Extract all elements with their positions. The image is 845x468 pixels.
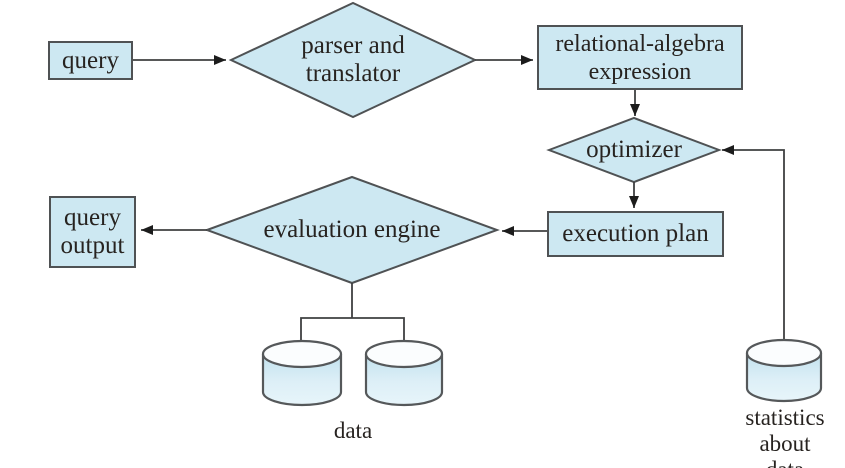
evaluation-engine-diamond [204, 175, 500, 285]
statistics-cylinder-top [745, 338, 823, 368]
query-output-node: query output [49, 196, 136, 268]
query-output-node-label: query output [60, 204, 125, 259]
data-cylinder-left [261, 339, 343, 407]
relational-algebra-node-label: relational-algebra expression [555, 30, 725, 85]
line-evaluation-engine-to-data-stores [300, 283, 405, 341]
data-cylinder-right [364, 339, 444, 407]
data-cylinder-right-top [364, 339, 444, 369]
data-cylinder-right-body [364, 354, 444, 407]
statistics-store-label: statistics about data [745, 405, 825, 468]
query-node-label: query [62, 46, 119, 74]
line-statistics-to-optimizer [722, 145, 785, 341]
data-cylinder-left-body [261, 354, 343, 407]
data-cylinder-left-top [261, 339, 343, 369]
query-node: query [48, 41, 133, 80]
relational-algebra-node: relational-algebra expression [537, 25, 743, 90]
statistics-cylinder [745, 338, 823, 403]
execution-plan-node: execution plan [547, 211, 724, 257]
data-store-label: data [333, 418, 373, 443]
execution-plan-node-label: execution plan [562, 220, 709, 247]
parser-translator-diamond [228, 1, 478, 119]
optimizer-diamond [546, 116, 722, 184]
